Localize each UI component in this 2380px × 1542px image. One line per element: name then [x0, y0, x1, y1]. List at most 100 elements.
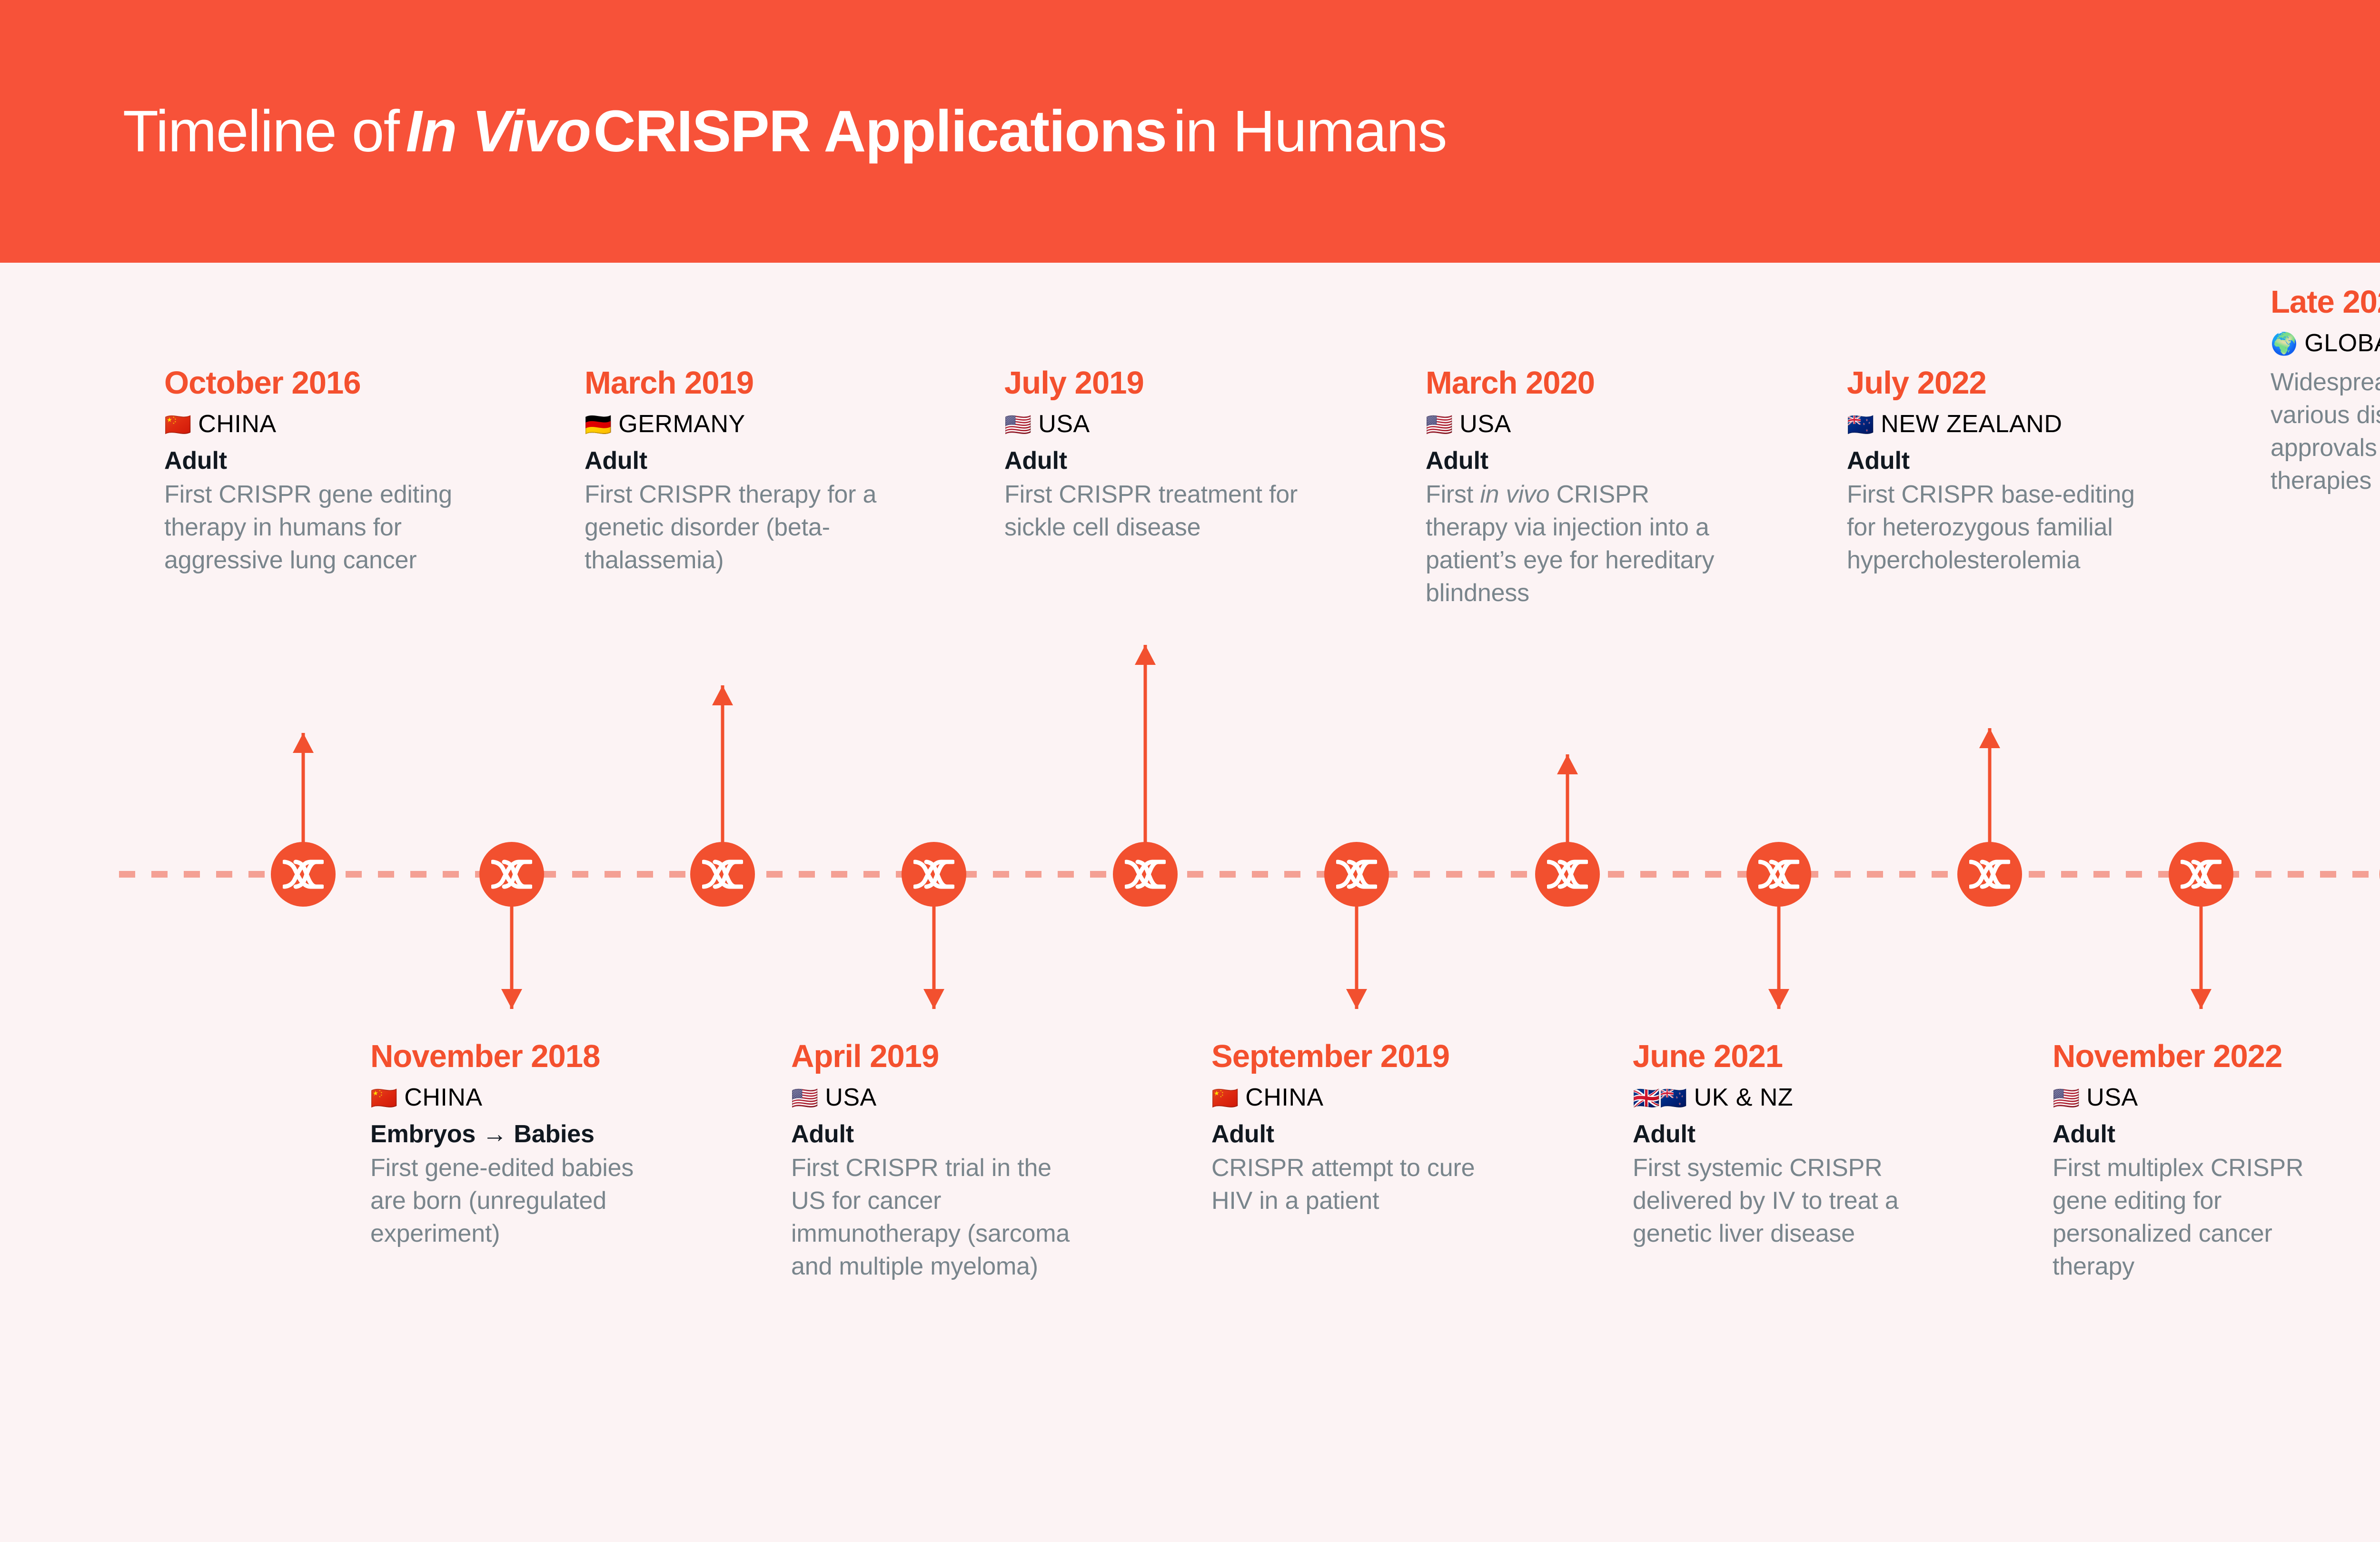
timeline-node-9[interactable] — [1957, 842, 2022, 907]
country-name: CHINA — [404, 1084, 483, 1112]
connector-arrow-icon — [2191, 989, 2211, 1009]
entry-country: 🇩🇪GERMANY — [585, 410, 880, 438]
entry-description: First multiplex CRISPR gene editing for … — [2053, 1154, 2304, 1281]
entry-date: April 2019 — [791, 1038, 939, 1074]
connector-stem — [721, 685, 724, 874]
entry-date: September 2019 — [1211, 1038, 1450, 1074]
description-emphasis: in vivo — [1480, 480, 1550, 508]
entry-country: 🇨🇳CHINA — [370, 1084, 665, 1111]
entry-country: 🇺🇸USA — [2053, 1084, 2348, 1111]
country-flag-icon: 🇩🇪 — [585, 412, 612, 438]
country-flag-icon: 🇳🇿 — [1847, 412, 1874, 438]
timeline-node-3[interactable] — [690, 842, 755, 907]
entry-country: 🇨🇳CHINA — [1211, 1084, 1507, 1111]
connector-arrow-icon — [923, 989, 944, 1009]
timeline-node-6[interactable] — [1324, 842, 1389, 907]
timeline-node-10[interactable] — [2169, 842, 2233, 907]
entry-country: 🇳🇿 NEW ZEALAND — [1847, 410, 2142, 438]
entry-country: 🇨🇳CHINA — [164, 410, 459, 438]
entry-description: First gene-edited babies are born (unreg… — [370, 1154, 634, 1248]
connector-stem — [510, 874, 514, 1009]
dna-helix-icon — [702, 860, 743, 889]
dna-helix-icon — [1336, 860, 1377, 889]
country-name: NEW ZEALAND — [1881, 410, 2063, 438]
country-flag-icon: 🇬🇧🇳🇿 — [1633, 1085, 1687, 1111]
entry-cohort: Adult — [1426, 446, 1488, 474]
country-name: USA — [2086, 1084, 2138, 1112]
connector-stem — [1777, 874, 1781, 1009]
connector-stem — [1143, 645, 1147, 874]
dna-helix-icon — [1547, 860, 1588, 889]
timeline-node-5[interactable] — [1113, 842, 1178, 907]
dna-helix-icon — [491, 860, 532, 889]
connector-arrow-icon — [1557, 754, 1578, 774]
entry-cohort: Adult — [164, 446, 227, 474]
entry-cohort: Adult — [585, 446, 647, 474]
timeline-node-8[interactable] — [1746, 842, 1811, 907]
country-flag-icon: 🇺🇸 — [1426, 412, 1453, 438]
entry-cohort: Adult — [791, 1120, 854, 1148]
timeline-entry: Late 2023🌍GLOBALWidespread trials for va… — [2271, 285, 2380, 497]
timeline-node-1[interactable] — [271, 842, 336, 907]
dna-helix-icon — [913, 860, 954, 889]
entry-date: July 2019 — [1004, 365, 1144, 401]
entry-description: CRISPR attempt to cure HIV in a patient — [1211, 1154, 1475, 1215]
dna-helix-icon — [283, 860, 324, 889]
country-flag-icon: 🇺🇸 — [1004, 412, 1032, 438]
timeline-node-2[interactable] — [479, 842, 544, 907]
entry-country: 🇺🇸USA — [791, 1084, 1086, 1111]
header-banner: Timeline of In Vivo CRISPR Applications … — [0, 0, 2380, 263]
country-flag-icon: 🇨🇳 — [370, 1085, 398, 1111]
country-name: UK & NZ — [1694, 1084, 1794, 1112]
entry-description: Widespread trials for various diseases a… — [2271, 368, 2380, 495]
connector-arrow-icon — [1979, 728, 2000, 748]
country-flag-icon: 🇺🇸 — [791, 1085, 819, 1111]
timeline-node-4[interactable] — [902, 842, 966, 907]
timeline-axis — [119, 871, 2380, 878]
entry-description: First CRISPR therapy for a genetic disor… — [585, 480, 877, 574]
connector-stem — [1355, 874, 1359, 1009]
country-flag-icon: 🌍 — [2271, 331, 2298, 357]
connector-arrow-icon — [712, 685, 733, 705]
title-strong: CRISPR Applications — [593, 99, 1167, 164]
entry-description: First in vivo CRISPR therapy via injecti… — [1426, 480, 1715, 607]
country-flag-icon: 🇨🇳 — [164, 412, 192, 438]
title-part-1: Timeline of — [123, 99, 400, 164]
connector-stem — [1566, 754, 1569, 874]
country-name: CHINA — [198, 410, 277, 438]
country-name: GERMANY — [618, 410, 745, 438]
title-part-2: in Humans — [1173, 99, 1448, 164]
entry-country: 🇬🇧🇳🇿 UK & NZ — [1633, 1084, 1928, 1111]
country-name: GLOBAL — [2304, 329, 2380, 357]
entry-date: November 2022 — [2053, 1038, 2282, 1074]
connector-stem — [932, 874, 936, 1009]
entry-country: 🇺🇸USA — [1426, 410, 1721, 438]
entry-description: First CRISPR treatment for sickle cell d… — [1004, 480, 1298, 541]
entry-date: July 2022 — [1847, 365, 1987, 401]
entry-date: November 2018 — [370, 1038, 600, 1074]
entry-cohort: Adult — [1633, 1120, 1696, 1148]
country-name: CHINA — [1245, 1084, 1324, 1112]
dna-helix-icon — [1125, 860, 1166, 889]
title-emphasis: In Vivo — [406, 99, 591, 164]
country-name: USA — [1459, 410, 1511, 438]
country-flag-icon: 🇨🇳 — [1211, 1085, 1239, 1111]
connector-arrow-icon — [1768, 989, 1789, 1009]
entry-country: 🇺🇸USA — [1004, 410, 1299, 438]
connector-arrow-icon — [1346, 989, 1367, 1009]
timeline-node-7[interactable] — [1535, 842, 1600, 907]
entry-description: First CRISPR base-editing for heterozygo… — [1847, 480, 2135, 574]
connector-stem — [301, 733, 305, 874]
entry-date: June 2021 — [1633, 1038, 1783, 1074]
entry-cohort: Adult — [1211, 1120, 1274, 1148]
dna-helix-icon — [1969, 860, 2010, 889]
page-title: Timeline of In Vivo CRISPR Applications … — [123, 0, 1447, 263]
connector-arrow-icon — [1135, 645, 1156, 665]
country-name: USA — [1038, 410, 1090, 438]
